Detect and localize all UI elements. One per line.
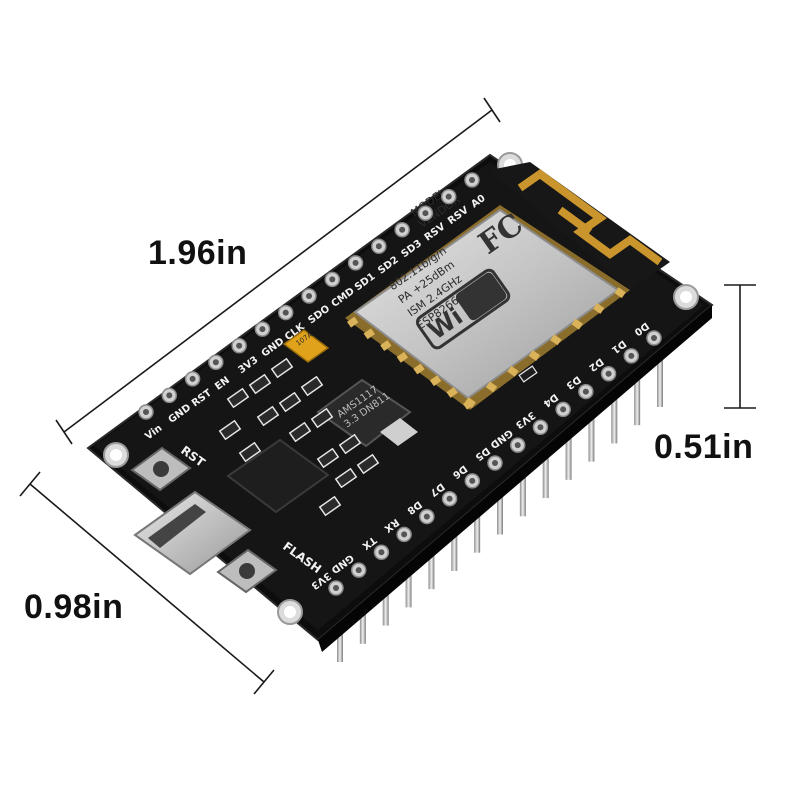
smd-component: [310, 407, 334, 429]
micro-usb-port: [133, 490, 252, 576]
header-pin: [337, 614, 343, 662]
smd-component: [218, 419, 242, 441]
smd-component: [318, 495, 342, 517]
dimension-lines: [19, 97, 756, 695]
header-pin: [588, 413, 595, 462]
header-pin: [405, 559, 412, 608]
usb-serial-chip: [226, 438, 330, 514]
smd-component: [256, 405, 280, 427]
status-led: [518, 365, 538, 383]
header-pin: [634, 377, 641, 426]
smd-component: [278, 391, 302, 413]
smd-component: [316, 447, 340, 469]
smd-component: [300, 375, 324, 397]
smd-component: [288, 421, 312, 443]
header-pin: [428, 541, 435, 590]
header-pin: [519, 468, 526, 517]
header-pin: [565, 431, 572, 480]
reset-button: [130, 446, 192, 492]
height-dimension-label: 0.51in: [654, 428, 754, 466]
header-pin: [382, 577, 389, 626]
header-pin: [657, 359, 663, 407]
smd-component: [338, 433, 362, 455]
capacitor: 107A: [282, 329, 330, 363]
smd-component: [270, 357, 294, 379]
smd-components: [218, 357, 538, 517]
smd-component: [248, 373, 272, 395]
header-pin: [359, 595, 366, 644]
smd-component: [238, 441, 262, 463]
length-dimension-label: 1.96in: [148, 234, 248, 272]
header-pin: [474, 504, 481, 553]
flash-button: [216, 548, 278, 594]
width-dimension-label: 0.98in: [24, 588, 124, 626]
header-pin: [497, 486, 503, 535]
header-pin: [451, 522, 458, 571]
header-pin: [542, 450, 549, 499]
smd-component: [356, 453, 380, 475]
smd-component: [334, 467, 358, 489]
antenna-trace: [490, 162, 670, 290]
header-pins: [337, 359, 663, 662]
smd-component: [226, 387, 250, 409]
wifi-module: ESP8266MOD ISM 2.4GHz PA +25dBm 802.11b/…: [345, 185, 630, 410]
header-pin: [611, 395, 618, 444]
